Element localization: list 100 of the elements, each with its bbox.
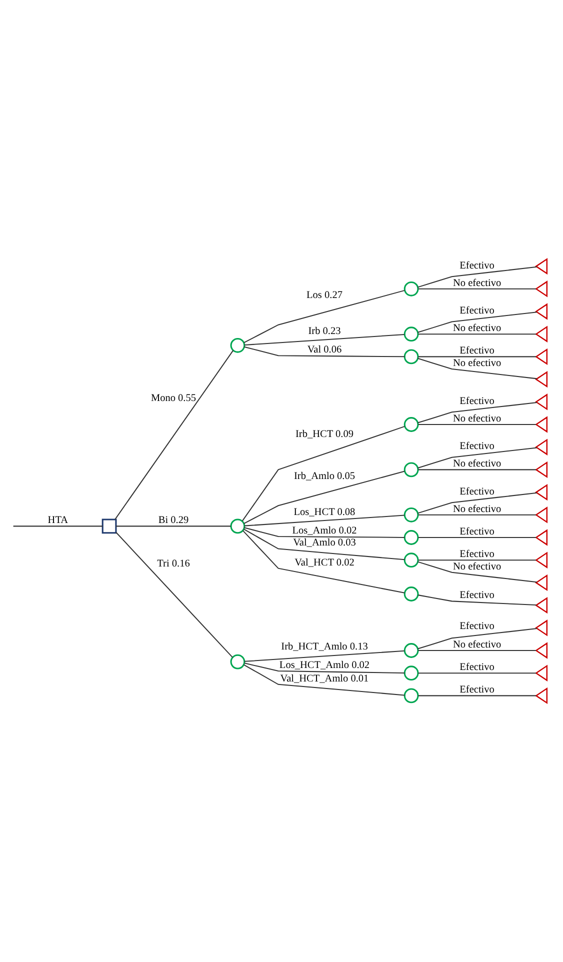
node-triangle [535,596,548,614]
node-circle [404,552,419,568]
node-circle [230,518,246,534]
connector [244,334,404,346]
connector [244,470,405,524]
node-triangle [535,620,548,636]
edge-label: Efectivo [460,590,494,602]
edge-label: Los 0.27 [306,290,342,302]
connector [418,628,537,650]
node-triangle [535,461,548,478]
edge-label: Bi 0.29 [158,515,189,526]
connector [244,528,405,560]
connector [418,402,537,424]
node-triangle [535,506,548,524]
node-triangle [535,348,548,366]
connector [418,561,537,583]
node-circle [404,281,419,296]
edge-label: No efectivo [452,358,502,369]
node-triangle [535,687,548,704]
connector [418,469,536,470]
edge-label: No efectivo [452,278,502,289]
edge-label: Irb_HCT 0.09 [296,428,354,440]
node-triangle [535,326,548,342]
node-triangle [535,416,548,433]
node-triangle [535,484,548,501]
node-circle [404,349,419,364]
edge-label: Tri 0.16 [157,558,190,570]
node-triangle [535,370,548,388]
connector [418,358,537,380]
connector [244,346,405,358]
edge-label: Efectivo [460,260,494,272]
connector [418,356,536,358]
node-circle [230,338,246,353]
connector [244,290,405,344]
node-triangle [535,664,548,682]
node-triangle [535,529,548,546]
connector [242,426,405,522]
node-triangle [535,438,548,456]
connector [242,530,405,594]
connector [418,560,536,561]
edge-label: HTA [48,515,68,526]
connector [13,526,102,527]
node-triangle [535,642,548,659]
node-circle [404,507,419,522]
edge-label: No efectivo [452,561,502,572]
edge-label: Los_Amlo 0.02 [292,525,357,536]
node-circle [404,326,419,342]
connector [114,350,234,520]
connector [418,650,536,652]
edge-label: Irb_HCT_Amlo 0.13 [281,641,368,652]
node-triangle [535,574,548,592]
connector [418,288,536,290]
node-triangle [535,280,548,298]
edge-label: Efectivo [460,620,494,632]
node-circle [404,643,419,658]
connector [418,447,537,468]
edge-label: Efectivo [460,549,494,560]
node-circle [404,688,419,704]
connector [244,514,404,526]
edge-label: Efectivo [460,306,494,317]
edge-label: Val_HCT_Amlo 0.01 [280,673,369,684]
connector [418,536,536,538]
edge-label: Efectivo [460,441,494,452]
node-triangle [535,394,548,410]
node-triangle [535,303,548,320]
edge-label: Los_HCT 0.08 [294,506,356,518]
connector [418,312,537,333]
node-circle [404,666,419,681]
edge-label: Efectivo [460,396,494,407]
connector [116,526,231,527]
node-box [102,518,117,534]
node-circle [404,417,419,432]
connector [418,266,537,288]
edge-label: No efectivo [452,504,502,515]
connector [244,664,405,696]
edge-label: No efectivo [452,323,502,334]
edge-label: Efectivo [460,526,494,538]
connector [244,650,404,662]
connector [244,662,405,674]
edge-label: Mono 0.55 [150,392,196,404]
connector [116,532,233,658]
edge-label: Efectivo [460,346,494,357]
node-circle [404,462,419,478]
edge-label: Los_HCT_Amlo 0.02 [279,660,370,671]
connector [418,672,536,674]
edge-label: Efectivo [460,684,494,696]
connector [418,514,536,516]
edge-label: Efectivo [460,486,494,498]
node-triangle [535,552,548,568]
edge-label: Irb 0.23 [308,326,341,338]
edge-label: Val_Amlo 0.03 [293,538,356,549]
connector [244,527,405,538]
connector [418,695,536,696]
edge-label: No efectivo [452,413,502,424]
node-circle [404,586,419,602]
edge-label: Efectivo [460,662,494,674]
edge-label: No efectivo [452,639,502,650]
edge-label: Irb_Amlo 0.05 [294,470,356,482]
node-circle [230,654,246,670]
node-circle [404,530,419,545]
